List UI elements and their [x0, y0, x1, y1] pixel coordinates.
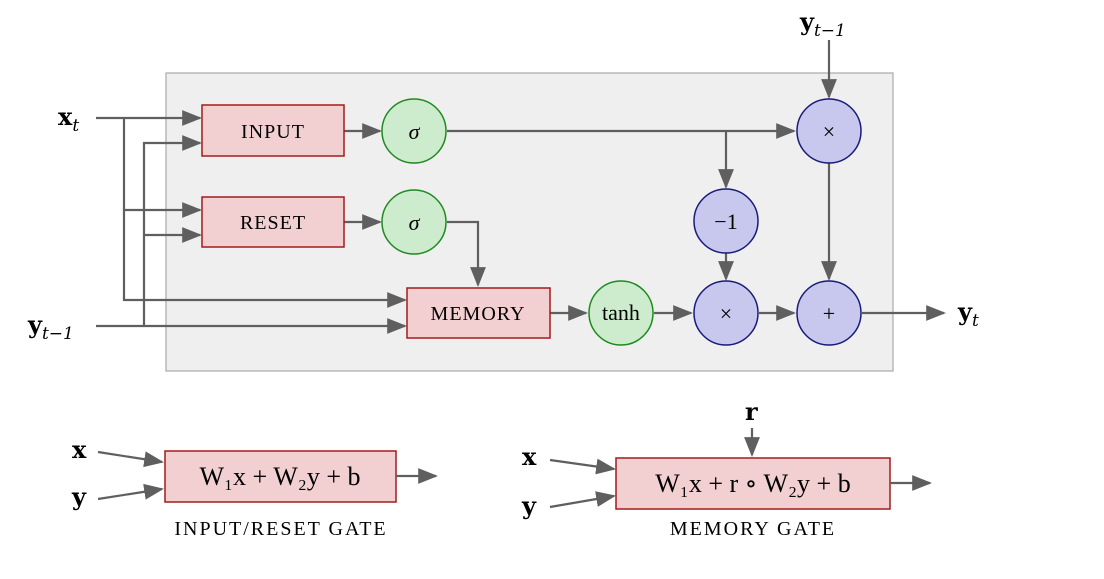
multiply-node-top: ×	[796, 98, 862, 164]
multiply-node-bottom: ×	[693, 280, 759, 346]
legend-x-label: x	[72, 435, 87, 464]
memory-caption: MEMORY GATE	[670, 518, 836, 540]
input-reset-caption: INPUT/RESET GATE	[174, 518, 387, 540]
memory-gate: MEMORY	[406, 287, 551, 339]
sigma-input-node: σ	[381, 98, 447, 164]
y-prev-left-label: yt−1	[27, 310, 74, 344]
neg-one-label: −1	[714, 209, 737, 234]
plus-node: +	[796, 280, 862, 346]
sigma-input-label: σ	[409, 119, 421, 144]
wires	[96, 40, 946, 334]
legend-y-label: y	[71, 482, 87, 511]
input-reset-formula: W₁x + W₂y + b	[199, 462, 360, 491]
x-t-label: xt	[58, 102, 79, 136]
y-prev-top-label: yt−1	[799, 7, 846, 41]
legend-memory: x y r W₁x + r ∘ W₂y + b MEMORY GATE	[521, 397, 932, 540]
tanh-label: tanh	[602, 300, 640, 325]
multiply-top-label: ×	[823, 119, 835, 144]
reset-gate: RESET	[201, 196, 345, 248]
input-gate-label: INPUT	[241, 121, 305, 143]
legend-memory-x-label: x	[522, 442, 537, 471]
y-t-output-label: yt	[957, 297, 979, 331]
tanh-node: tanh	[588, 280, 654, 346]
memory-gate-label: MEMORY	[431, 303, 526, 325]
legend-memory-y-label: y	[521, 491, 537, 520]
memory-formula: W₁x + r ∘ W₂y + b	[655, 469, 850, 498]
legend-memory-r-label: r	[745, 397, 758, 426]
neg-one-node: −1	[693, 188, 759, 254]
reset-gate-label: RESET	[240, 212, 306, 234]
legend-input-reset: x y W₁x + W₂y + b INPUT/RESET GATE	[71, 435, 438, 540]
plus-label: +	[823, 301, 835, 326]
multiply-bottom-label: ×	[720, 301, 732, 326]
input-gate: INPUT	[201, 104, 345, 157]
sigma-reset-label: σ	[409, 210, 421, 235]
sigma-reset-node: σ	[381, 189, 447, 255]
